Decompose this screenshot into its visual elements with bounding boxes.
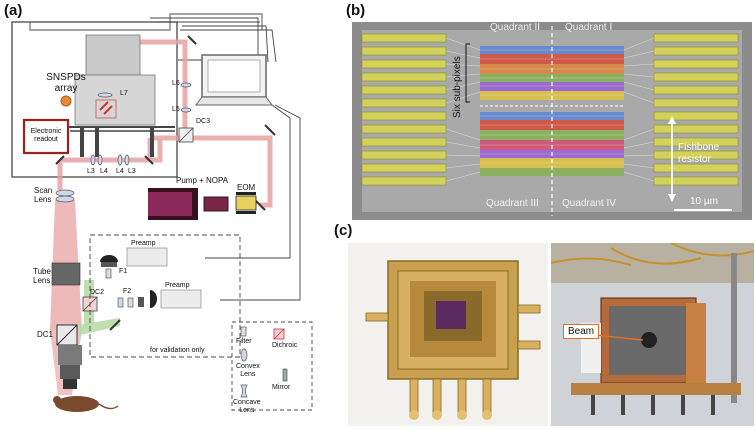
electronic-readout-box — [22, 118, 70, 155]
snspds-array-label: SNSPDs array — [46, 72, 86, 94]
fishbone-label: Fishbone resistor — [678, 142, 720, 165]
preamp-2-label: Preamp — [165, 282, 190, 289]
legend-concave-icon — [240, 384, 248, 398]
l4-label-b: L4 — [116, 168, 124, 175]
left-pads — [361, 33, 447, 186]
six-subpixels-label: Six sub-pixels — [452, 56, 463, 118]
preamp-1-box — [126, 247, 168, 267]
legend-mirror-label: Mirror — [272, 384, 291, 391]
quadrant-1-label: Quadrant I — [565, 22, 613, 33]
dc1-label: DC1 — [37, 330, 54, 339]
optical-setup-diagram — [11, 13, 313, 412]
panel-c-label: (c) — [334, 222, 353, 239]
snspd-chip — [60, 95, 72, 107]
l6-label: L6 — [172, 80, 180, 87]
dc2-label: DC2 — [90, 289, 105, 296]
dc3-label: DC3 — [196, 118, 211, 125]
legend-filter-icon — [240, 326, 247, 337]
l7-label: L7 — [120, 90, 128, 97]
tube-lens-label: Tube Lens — [33, 267, 51, 285]
validation-label: for validation only — [150, 347, 205, 354]
beam-aperture — [641, 332, 657, 348]
cables — [29, 13, 301, 301]
tube-lens — [51, 262, 81, 286]
computer-monitor-icon — [195, 54, 273, 106]
sem-micrograph — [352, 22, 752, 220]
validation-box — [89, 234, 241, 358]
legend-filter-label: Filter — [236, 338, 252, 345]
photodetector-2 — [150, 290, 157, 308]
photodetector-1 — [100, 255, 118, 262]
l3-label-a: L3 — [87, 168, 95, 175]
pump-nopa-label: Pump + NOPA — [176, 176, 229, 185]
subpixel-bracket — [465, 43, 470, 103]
l5-label: L5 — [172, 106, 180, 113]
green-beam — [78, 318, 120, 335]
legend-concave-label: Concave Lens — [233, 399, 261, 414]
f2-label: F2 — [123, 288, 132, 295]
device-package-photo — [348, 243, 548, 426]
l4-label-a: L4 — [100, 168, 108, 175]
electronic-readout-label: Electronic readout — [30, 128, 62, 143]
beam-label: Beam — [563, 324, 600, 339]
preamp-1-label: Preamp — [131, 240, 156, 247]
legend-convex-icon — [240, 348, 248, 362]
scan-lens-label: Scan Lens — [34, 186, 53, 204]
panel-b-label: (b) — [346, 2, 366, 19]
legend-convex-label: Convex Lens — [236, 363, 260, 378]
quadrant-3-label: Quadrant III — [486, 198, 539, 209]
cryostat-frame — [11, 21, 178, 178]
mouse-icon — [55, 396, 99, 412]
chip-die — [436, 301, 466, 329]
legend-dichroic-label: Dichroic — [272, 342, 298, 349]
panel-a-label: (a) — [4, 2, 23, 19]
legend-mirror-icon — [282, 368, 288, 382]
eom-box — [235, 195, 257, 211]
quadrant-4-label: Quadrant IV — [562, 198, 616, 209]
l3-label-b: L3 — [128, 168, 136, 175]
right-pads — [653, 33, 739, 186]
f1-label: F1 — [119, 268, 128, 275]
lenses — [55, 82, 192, 203]
preamp-2-box — [160, 289, 202, 309]
scale-label: 10 µm — [690, 196, 718, 207]
eom-label: EOM — [237, 183, 256, 192]
quadrant-2-label: Quadrant II — [490, 22, 541, 33]
